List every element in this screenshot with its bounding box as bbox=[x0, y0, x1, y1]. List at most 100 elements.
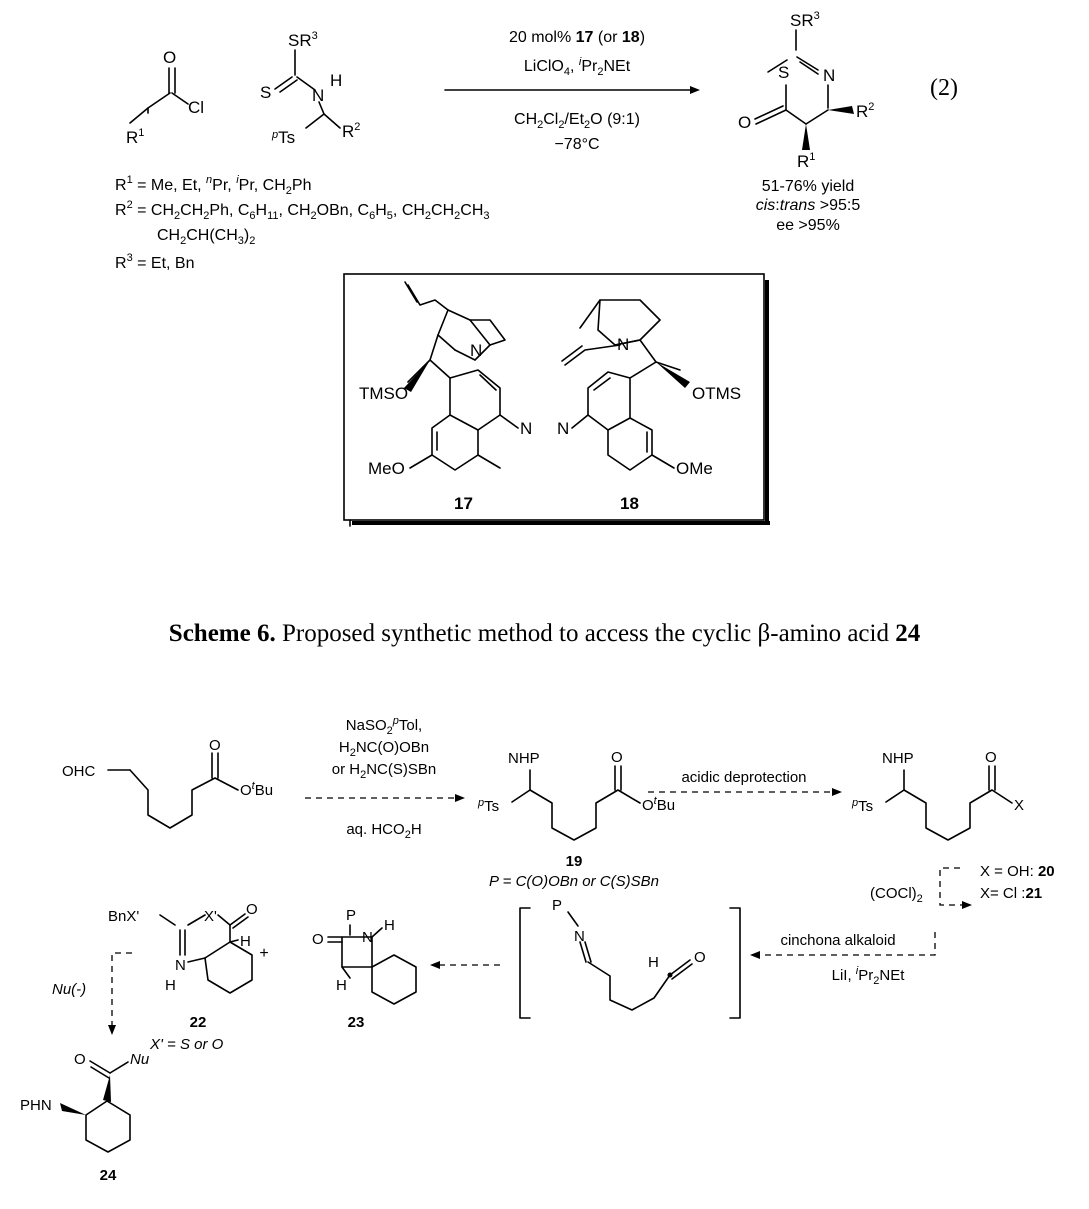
compound-label-24: 24 bbox=[100, 1167, 117, 1184]
atom-x: X' bbox=[204, 908, 217, 925]
atom-cl: Cl bbox=[188, 98, 204, 117]
label-x-cl: X= Cl :21 bbox=[980, 885, 1042, 902]
condition-temperature: −78°C bbox=[554, 136, 599, 153]
atom-h1: H bbox=[240, 933, 251, 950]
catalyst-18-structure: N OTMS N OMe 18 bbox=[557, 299, 741, 513]
compound-24-structure: O Nu PHN 24 bbox=[20, 1051, 150, 1184]
atom-p: P bbox=[552, 897, 562, 914]
atom-pts: pTs bbox=[271, 128, 295, 147]
compound-label-18: 18 bbox=[620, 494, 639, 513]
atom-o: O bbox=[312, 931, 324, 948]
atom-n: N bbox=[823, 66, 835, 85]
atom-otbu: OtBu bbox=[240, 780, 273, 799]
compound-label-19: 19 bbox=[566, 853, 583, 870]
caption-text: Proposed synthetic method to access the … bbox=[275, 620, 896, 647]
label-x-oh: X = OH: 20 bbox=[980, 863, 1055, 880]
plus-sign: + bbox=[259, 945, 268, 962]
atom-meo: MeO bbox=[368, 459, 405, 478]
protecting-group-definition: P = C(O)OBn or C(S)SBn bbox=[489, 873, 659, 890]
substituent-r1: R1 = Me, Et, nPr, iPr, CH2Ph bbox=[115, 174, 311, 197]
result-dr: cis:trans >95:5 bbox=[756, 197, 861, 214]
atom-o: O bbox=[985, 749, 997, 766]
substituent-r2-cont: CH2CH(CH3)2 bbox=[157, 227, 255, 247]
atom-otbu: OtBu bbox=[642, 795, 675, 814]
atom-pts: pTs bbox=[477, 797, 499, 815]
condition-reagents: LiClO4, iPr2NEt bbox=[524, 56, 631, 78]
atom-r1: R1 bbox=[126, 127, 144, 147]
atom-nhp: NHP bbox=[882, 750, 914, 767]
catalyst-box bbox=[343, 273, 770, 527]
reaction-arrow bbox=[444, 86, 700, 94]
substituent-r2: R2 = CH2CH2Ph, C6H11, CH2OBn, C6H5, CH2C… bbox=[115, 199, 490, 222]
atom-n2: N bbox=[520, 419, 532, 438]
atom-n: N bbox=[362, 929, 373, 946]
dithiocarbamate-structure: SR3 S N H pTs R2 bbox=[260, 30, 360, 147]
step1-reagent-2: H2NC(O)OBn bbox=[339, 739, 429, 759]
caption-compound: 24 bbox=[895, 620, 921, 647]
atom-bnx: BnX' bbox=[108, 908, 139, 925]
atom-r2: R2 bbox=[342, 121, 360, 141]
step1-reagent-4: aq. HCO2H bbox=[346, 821, 421, 841]
atom-r2: R2 bbox=[856, 101, 874, 121]
catalyst-17-structure: N TMSO N MeO 17 bbox=[359, 281, 532, 513]
ketene-imine-intermediate: P N H O bbox=[519, 897, 741, 1019]
oxalyl-chloride-step: X = OH: 20 X= Cl :21 (COCl)2 bbox=[870, 863, 1055, 909]
step3-reagent-1: cinchona alkaloid bbox=[780, 932, 895, 949]
atom-h: H bbox=[330, 71, 342, 90]
heteroatom-definition: X' = S or O bbox=[149, 1036, 224, 1053]
atom-nhp: NHP bbox=[508, 750, 540, 767]
atom-s: S bbox=[778, 63, 789, 82]
thiazinone-product-structure: SR3 S N O R2 R1 bbox=[738, 10, 874, 171]
atom-h2: H bbox=[336, 977, 347, 994]
atom-o: O bbox=[611, 749, 623, 766]
arrow-to-23 bbox=[430, 961, 500, 969]
compound-label-22: 22 bbox=[190, 1014, 207, 1031]
atom-o: O bbox=[246, 901, 258, 918]
atom-n: N bbox=[617, 335, 629, 354]
substituent-r3: R3 = Et, Bn bbox=[115, 252, 195, 272]
nucleophile-label: Nu(-) bbox=[52, 981, 86, 998]
step2-reagent: acidic deprotection bbox=[681, 769, 806, 786]
step1-reagent-3: or H2NC(S)SBn bbox=[332, 761, 436, 781]
step2-arrow bbox=[648, 788, 842, 796]
atom-sr3: SR3 bbox=[288, 30, 318, 50]
result-ee: ee >95% bbox=[776, 217, 840, 234]
compound-22-structure: BnX' X' O N H H 22 X' = S or O bbox=[108, 901, 258, 1053]
oxalyl-chloride-reagent: (COCl)2 bbox=[870, 885, 923, 905]
atom-n: N bbox=[470, 341, 482, 360]
atom-s: S bbox=[260, 83, 271, 102]
atom-o: O bbox=[694, 949, 706, 966]
atom-otms: OTMS bbox=[692, 384, 741, 403]
atom-n: N bbox=[574, 928, 585, 945]
compound-label-17: 17 bbox=[454, 494, 473, 513]
atom-n2: N bbox=[557, 419, 569, 438]
result-yield: 51-76% yield bbox=[762, 178, 855, 195]
step3-reagent-2: LiI, iPr2NEt bbox=[832, 965, 906, 987]
atom-o: O bbox=[209, 737, 221, 754]
compound-19-structure: NHP O pTs OtBu 19 P = C(O)OBn or C(S)SBn bbox=[477, 749, 675, 890]
atom-sr3: SR3 bbox=[790, 10, 820, 30]
condition-solvent: CH2Cl2/Et2O (9:1) bbox=[514, 111, 640, 131]
atom-n: N bbox=[312, 86, 324, 105]
atom-h2: H bbox=[165, 977, 176, 994]
equation-number: (2) bbox=[930, 75, 958, 101]
atom-nu: Nu bbox=[130, 1051, 150, 1068]
condition-catalyst: 20 mol% 17 (or 18) bbox=[509, 29, 645, 46]
atom-n: N bbox=[175, 957, 186, 974]
atom-p: P bbox=[346, 907, 356, 924]
acid-intermediate-structure: NHP O pTs X bbox=[851, 749, 1024, 841]
atom-o: O bbox=[738, 113, 751, 132]
aldehyde-ester-structure: OHC O OtBu bbox=[62, 737, 273, 829]
acid-chloride-structure: O Cl R1 bbox=[126, 48, 204, 147]
atom-ohc: OHC bbox=[62, 763, 96, 780]
atom-x: X bbox=[1014, 797, 1024, 814]
atom-ome: OMe bbox=[676, 459, 713, 478]
atom-pts: pTs bbox=[851, 797, 873, 815]
nucleophile-arrow: Nu(-) bbox=[52, 952, 132, 1035]
atom-phn: PHN bbox=[20, 1097, 52, 1114]
atom-o: O bbox=[74, 1051, 86, 1068]
atom-o: O bbox=[163, 48, 176, 67]
caption-prefix: Scheme 6. bbox=[168, 620, 276, 647]
step3-arrow bbox=[750, 932, 936, 959]
